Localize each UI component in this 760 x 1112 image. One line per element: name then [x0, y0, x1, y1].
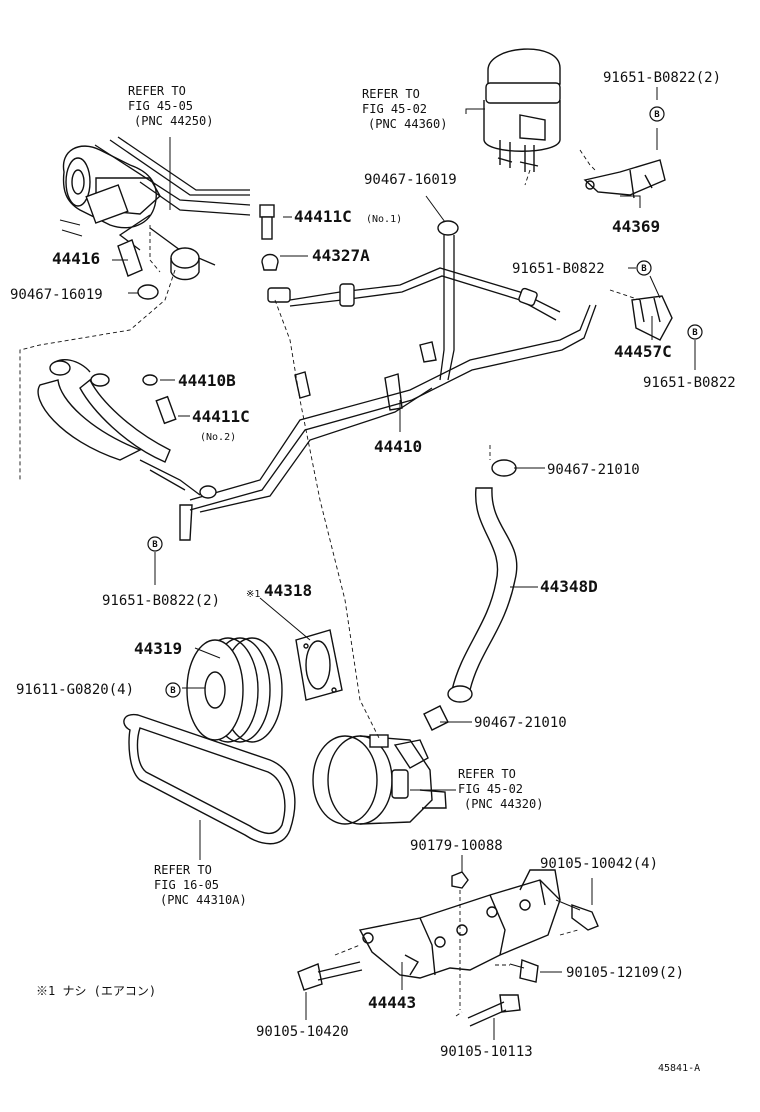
clamp-90467-21010-bottom	[423, 705, 449, 731]
ref-16-05-line1: REFER TO	[154, 863, 212, 877]
label-no1: (No.1)	[366, 214, 402, 225]
nut-90179-10088	[451, 871, 469, 889]
badge-b-mid: B	[636, 260, 652, 276]
label-91611-g0820-4: 91611-G0820(4)	[16, 682, 134, 698]
note-mark: ※1	[246, 589, 260, 600]
ref-45-02-pump-line2: FIG 45-02	[458, 782, 523, 796]
label-44369: 44369	[612, 217, 660, 236]
badge-b-top: B	[649, 106, 665, 122]
reservoir-tank	[483, 48, 561, 172]
label-90105-10042-4: 90105-10042(4)	[540, 856, 658, 872]
bolt-44416	[117, 239, 143, 277]
leader-lines	[112, 87, 696, 1040]
label-90467-21010-top: 90467-21010	[547, 462, 640, 478]
ref-45-05-line2: FIG 45-05	[128, 99, 193, 113]
figure-code: 45841-A	[658, 1063, 700, 1074]
ref-45-02-pump-line1: REFER TO	[458, 767, 516, 781]
label-44457c: 44457C	[614, 342, 672, 361]
ref-45-02-pump-line3: (PNC 44320)	[464, 797, 543, 811]
footnote: ※1 ナシ (エアコン)	[36, 984, 156, 998]
bolt-90105-10042	[555, 899, 599, 931]
ref-16-05-line3: (PNC 44310A)	[160, 893, 247, 907]
bracket-44457c	[631, 295, 673, 341]
svg-text:B: B	[654, 110, 660, 120]
pulley-44319	[186, 637, 283, 743]
label-90467-21010-bottom: 90467-21010	[474, 715, 567, 731]
badge-b-pulley: B	[165, 682, 181, 698]
badge-b-left: B	[147, 536, 163, 552]
label-44318: 44318	[264, 581, 312, 600]
label-44416: 44416	[52, 249, 100, 268]
ref-45-02-top-line3: (PNC 44360)	[368, 117, 447, 131]
label-44319: 44319	[134, 639, 182, 658]
label-44410b: 44410B	[178, 371, 236, 390]
bolt-44411c-no1	[259, 204, 275, 240]
label-91651-b0822-2-top: 91651-B0822(2)	[603, 70, 721, 86]
label-90179-10088: 90179-10088	[410, 838, 503, 854]
gasket-44318	[295, 629, 343, 701]
label-44443: 44443	[368, 993, 416, 1012]
ref-45-02-top-line2: FIG 45-02	[362, 102, 427, 116]
badge-b-right: B	[687, 324, 703, 340]
label-91651-b0822-2-left: 91651-B0822(2)	[102, 593, 220, 609]
ref-45-05-line3: (PNC 44250)	[134, 114, 213, 128]
label-90105-12109-2: 90105-12109(2)	[566, 965, 684, 981]
power-steering-pump	[312, 734, 447, 825]
svg-text:B: B	[152, 540, 158, 550]
bolt-90105-10113	[467, 994, 521, 1027]
return-hose-top	[437, 220, 459, 381]
label-91651-b0822-right: 91651-B0822	[643, 375, 736, 391]
label-44410: 44410	[374, 437, 422, 456]
label-44411c-no2: 44411C	[192, 407, 250, 426]
label-44348d: 44348D	[540, 577, 598, 596]
svg-text:B: B	[692, 328, 698, 338]
bolt-90105-12109	[509, 959, 539, 983]
label-90467-16019-left: 90467-16019	[10, 287, 103, 303]
label-44411c: 44411C	[294, 207, 352, 226]
v-belt	[123, 713, 296, 845]
label-90105-10420: 90105-10420	[256, 1024, 349, 1040]
bracket-44443	[358, 869, 561, 979]
clamp-44327a	[261, 253, 279, 271]
label-90105-10113: 90105-10113	[440, 1044, 533, 1060]
pipe-assembly-44410	[37, 267, 597, 541]
svg-text:B: B	[170, 686, 176, 696]
label-90467-16019-top: 90467-16019	[364, 172, 457, 188]
label-91651-b0822-mid: 91651-B0822	[512, 261, 605, 277]
steering-gear-assembly	[59, 136, 251, 281]
guide-lines	[19, 149, 641, 1017]
bolt-90105-10420	[297, 961, 363, 991]
label-no2: (No.2)	[200, 432, 236, 443]
svg-text:B: B	[641, 264, 647, 274]
ref-45-02-top-line1: REFER TO	[362, 87, 420, 101]
bracket-44369	[583, 159, 666, 199]
clamp-90467-16019-left	[137, 284, 159, 300]
ref-16-05-line2: FIG 16-05	[154, 878, 219, 892]
hose-44348d	[447, 459, 518, 703]
label-44327a: 44327A	[312, 246, 370, 265]
ref-45-05-line1: REFER TO	[128, 84, 186, 98]
